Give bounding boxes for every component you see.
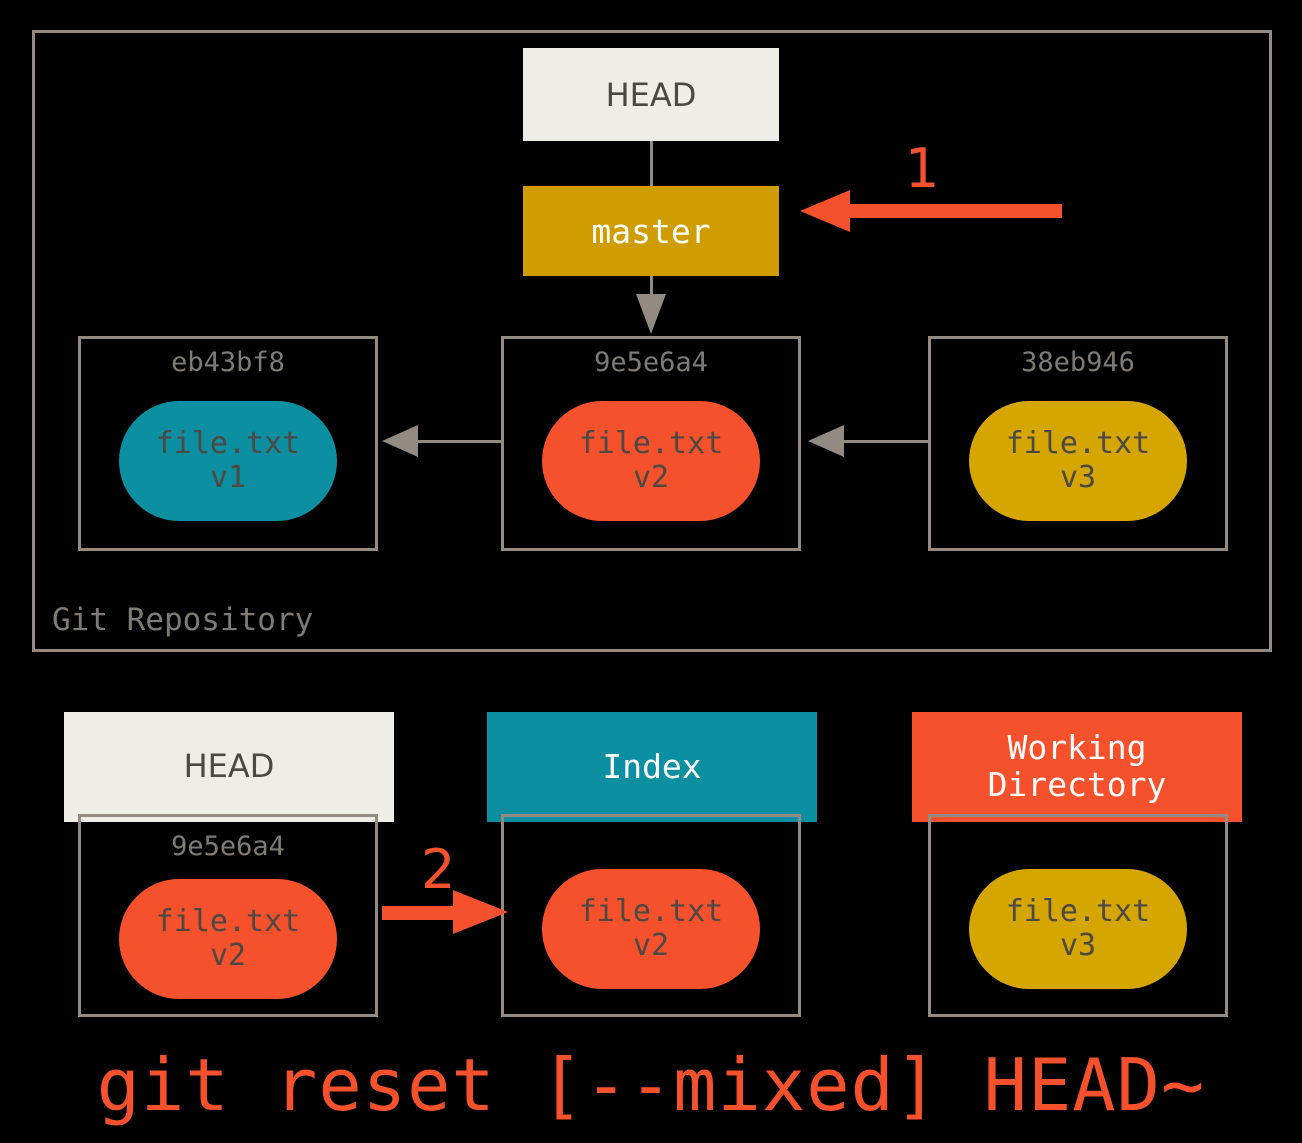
blob-version: v2 — [632, 928, 670, 963]
blob-version: v2 — [632, 460, 670, 495]
tree-header-wd-label-line1: Working — [1007, 728, 1147, 768]
repo-head-label: HEAD — [605, 75, 697, 114]
blob-filename: file.txt — [155, 903, 301, 939]
blob-filename: file.txt — [1005, 893, 1151, 929]
parent-arrow-line-c2-to-c1 — [414, 440, 504, 443]
step1-arrow-head — [800, 190, 850, 232]
commit-sha: eb43bf8 — [171, 347, 285, 378]
parent-arrow-head-c3-to-c2 — [808, 425, 844, 457]
parent-arrow-line-c3-to-c2 — [840, 440, 930, 443]
tree-head-blob: file.txt v2 — [119, 879, 337, 999]
commit-blob: file.txt v3 — [969, 401, 1187, 521]
parent-arrow-head-c2-to-c1 — [382, 425, 418, 457]
tree-header-working-directory: Working Directory — [912, 712, 1242, 822]
tree-header-index-label: Index — [602, 746, 702, 786]
tree-header-head: HEAD — [64, 712, 394, 822]
commit-sha: 9e5e6a4 — [594, 347, 708, 378]
tree-body-working-directory: file.txt v3 — [928, 814, 1228, 1017]
commit-cell-9e5e6a4: 9e5e6a4 file.txt v2 — [501, 336, 801, 551]
commit-cell-38eb946: 38eb946 file.txt v3 — [928, 336, 1228, 551]
commit-blob: file.txt v2 — [542, 401, 760, 521]
blob-version: v1 — [209, 460, 247, 495]
tree-body-index: file.txt v2 — [501, 814, 801, 1017]
step2-arrow-head — [453, 890, 508, 934]
tree-header-wd-label-line2: Directory — [987, 765, 1167, 804]
tree-index-blob: file.txt v2 — [542, 869, 760, 989]
git-repository-frame — [32, 30, 1272, 652]
blob-filename: file.txt — [155, 425, 301, 461]
blob-version: v3 — [1059, 460, 1097, 495]
connector-head-to-master — [650, 141, 653, 186]
tree-head-sha: 9e5e6a4 — [171, 831, 285, 862]
tree-wd-blob: file.txt v3 — [969, 869, 1187, 989]
tree-header-index: Index — [487, 712, 817, 822]
connector-master-to-commit-arrowhead — [636, 294, 666, 334]
command-caption: git reset [--mixed] HEAD~ — [96, 1043, 1206, 1127]
commit-blob: file.txt v1 — [119, 401, 337, 521]
blob-filename: file.txt — [578, 893, 724, 929]
repo-master-box: master — [523, 186, 779, 276]
step1-marker-label: 1 — [905, 137, 940, 200]
commit-sha: 38eb946 — [1021, 347, 1135, 378]
repo-head-box: HEAD — [523, 48, 779, 141]
tree-body-head: 9e5e6a4 file.txt v2 — [78, 814, 378, 1017]
tree-header-head-label: HEAD — [183, 747, 275, 786]
step2-marker-label: 2 — [421, 838, 456, 901]
blob-version: v3 — [1059, 928, 1097, 963]
step1-arrow-line — [848, 204, 1062, 218]
repo-master-label: master — [591, 211, 711, 251]
blob-version: v2 — [209, 938, 247, 973]
blob-filename: file.txt — [1005, 425, 1151, 461]
connector-master-to-commit-line — [650, 276, 653, 304]
blob-filename: file.txt — [578, 425, 724, 461]
commit-cell-eb43bf8: eb43bf8 file.txt v1 — [78, 336, 378, 551]
git-repository-label: Git Repository — [52, 602, 314, 638]
step2-arrow-line — [382, 906, 474, 920]
